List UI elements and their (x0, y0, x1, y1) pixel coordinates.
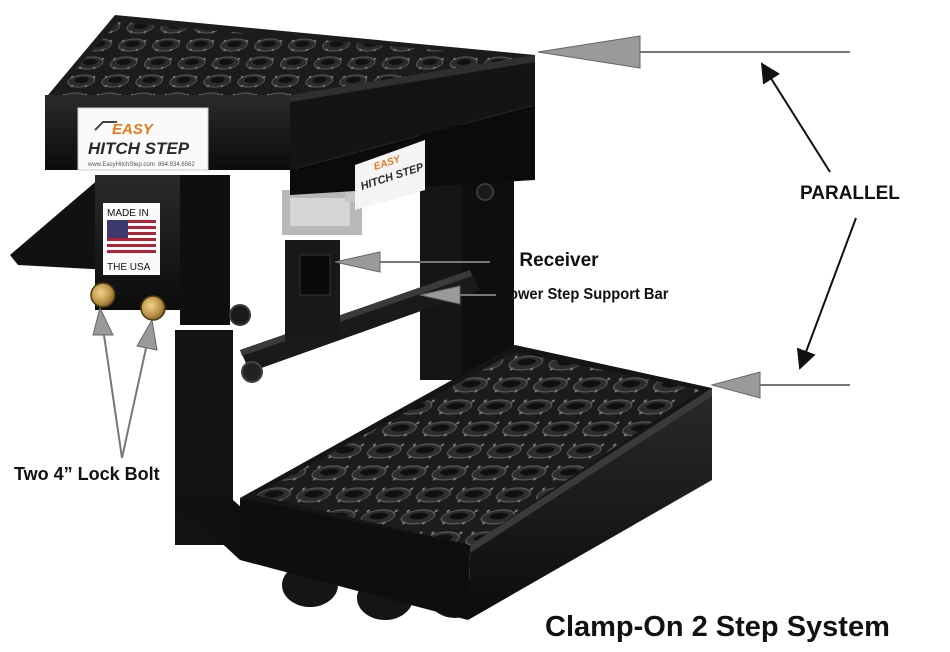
brand-decal-sub: HITCH STEP (88, 139, 190, 158)
brand-decal-side: EASY HITCH STEP (355, 140, 426, 210)
lock-bolts (90, 183, 494, 326)
bolt-icon (140, 295, 166, 321)
upper-step-arrow (537, 35, 850, 69)
lower-step (240, 345, 712, 620)
flag-top-text: MADE IN (107, 208, 149, 219)
lock-bolt-label: Two 4” Lock Bolt (14, 464, 160, 484)
bolt-icon (90, 282, 116, 308)
brand-decal-phone: 864.934.6562 (158, 162, 195, 168)
callout-arrows (92, 35, 857, 459)
us-flag-icon (107, 220, 156, 256)
brand-decal-main: EASY (112, 121, 155, 138)
receiver-arrow (334, 251, 490, 273)
brand-decal-front: EASY HITCH STEP www.EasyHitchStep.com 86… (77, 107, 209, 171)
product-title: Clamp-On 2 Step System (545, 611, 890, 643)
receiver-tube (282, 190, 385, 340)
flag-bottom-text: THE USA (107, 262, 151, 273)
brand-decal-website: www.EasyHitchStep.com (87, 162, 155, 168)
lower-step-support-bar-label: Lower Step Support Bar (500, 286, 669, 303)
parallel-label: PARALLEL (800, 183, 900, 204)
made-in-usa-decal: MADE IN THE USA (103, 203, 160, 275)
bolt-arrows (92, 306, 158, 459)
receiver-label: 2” Receiver (494, 250, 599, 271)
lower-step-arrow (710, 371, 850, 399)
parallel-arrows (760, 62, 857, 370)
lower-bar-arrow (419, 285, 496, 305)
